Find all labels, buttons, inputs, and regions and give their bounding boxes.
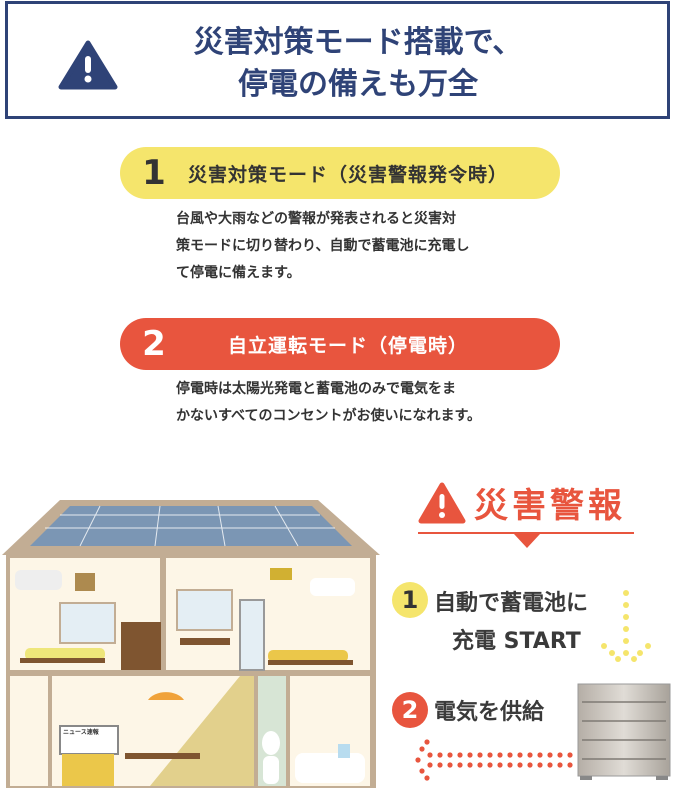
alert-title: 災害警報 <box>474 486 626 526</box>
divider <box>418 532 634 534</box>
step-2-number: 2 <box>392 692 428 728</box>
step-1-label: 自動で蓄電池に充電 START <box>434 591 589 654</box>
step-2-label: 電気を供給 <box>434 700 545 725</box>
step-1-number: 1 <box>392 582 428 618</box>
tv-news-text: ニュース速報 <box>63 728 100 736</box>
mode-2-badge: 2 自立運転モード（停電時） <box>120 318 560 370</box>
mode-1-description: 台風や大雨などの警報が発表されると災害対策モードに切り替わり、自動で蓄電池に充電… <box>176 211 470 281</box>
mode-1-badge: 1 災害対策モード（災害警報発令時） <box>120 147 560 199</box>
down-arrow-icon <box>514 534 540 548</box>
storage-battery-image <box>577 683 671 780</box>
mode-title: 自立運転モード（停電時） <box>228 334 469 357</box>
mode-2-description: 停電時は太陽光発電と蓄電池のみで電気をまかないすべてのコンセントがお使いになれま… <box>176 381 482 424</box>
house-illustration: ニュース速報 <box>2 500 380 788</box>
mode-number: 1 <box>142 153 166 193</box>
page-title: 災害対策モード搭載で、停電の備えも万全 <box>193 25 523 102</box>
dotted-left-arrow-icon <box>415 739 573 781</box>
mode-title: 災害対策モード（災害警報発令時） <box>188 163 509 186</box>
mode-number: 2 <box>142 324 166 364</box>
disaster-alert-heading: 災害警報 <box>418 478 626 527</box>
warning-icon <box>58 40 118 90</box>
warning-icon <box>418 482 466 523</box>
dotted-down-arrow-icon <box>601 590 651 662</box>
header-banner: 災害対策モード搭載で、停電の備えも万全 <box>5 1 670 119</box>
